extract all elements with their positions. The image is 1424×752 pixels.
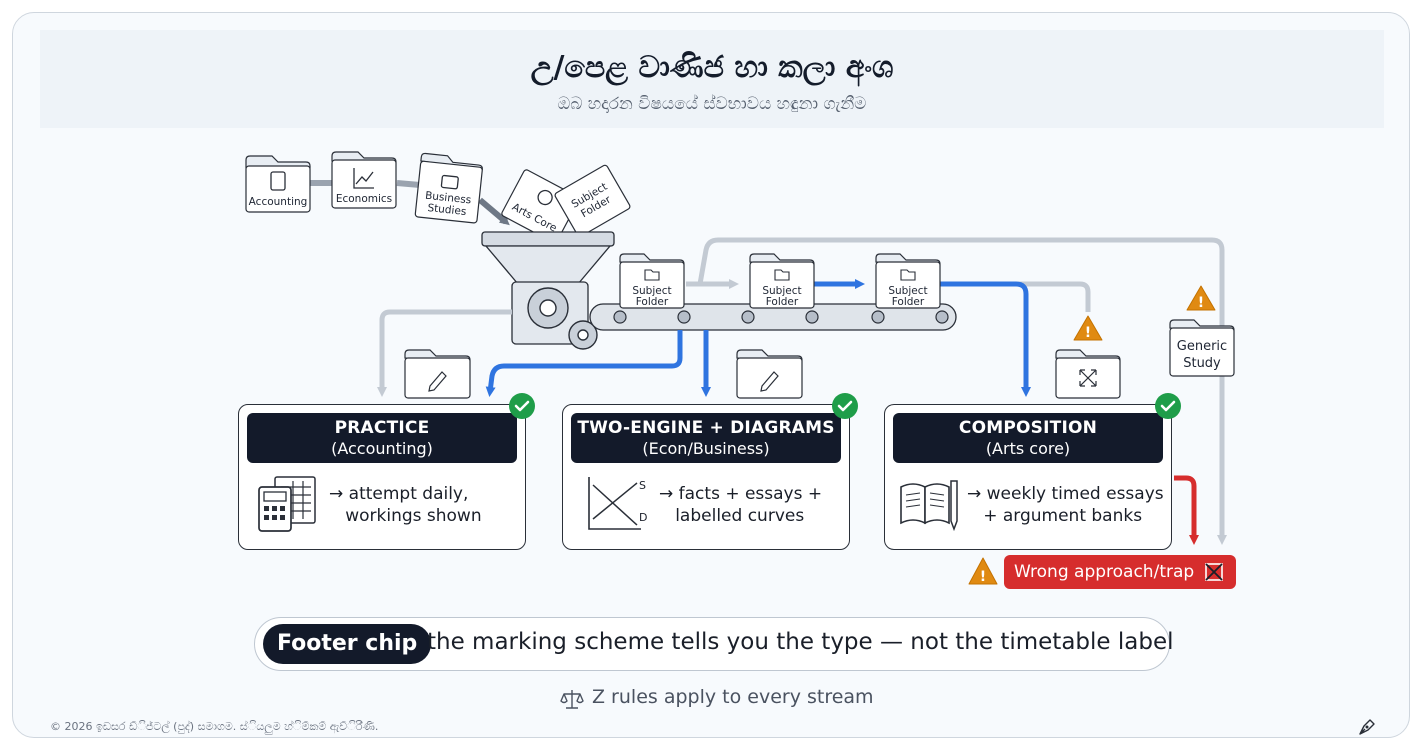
folder-economics: Economics bbox=[331, 151, 397, 209]
composition-box: COMPOSITION (Arts core) → weekly timed e… bbox=[884, 404, 1172, 550]
composition-box-text: → weekly timed essays + argument banks bbox=[967, 484, 1164, 526]
svg-text:Folder: Folder bbox=[892, 296, 925, 308]
practice-box-text: → attempt daily, workings shown bbox=[329, 484, 482, 526]
svg-text:!: ! bbox=[1198, 295, 1204, 311]
pencil-folder-2 bbox=[736, 349, 803, 399]
svg-text:Folder: Folder bbox=[766, 296, 799, 308]
svg-text:Subject: Subject bbox=[632, 285, 671, 297]
folder-accounting-label: Accounting bbox=[249, 196, 308, 208]
pencil-icon bbox=[760, 371, 779, 392]
warning-icon: ! bbox=[1186, 285, 1216, 311]
practice-box-title: PRACTICE bbox=[334, 418, 430, 438]
folder-accounting: Accounting bbox=[245, 155, 311, 213]
funnel-machine bbox=[481, 231, 615, 350]
warning-icon: ! bbox=[968, 557, 998, 585]
pencil-folder-1 bbox=[404, 349, 471, 399]
copyright-text: © 2026 ඉඩසර ඩ්ිජ්ටල් (පුද්) සමාගම. ස්ියල… bbox=[50, 720, 379, 733]
conveyor-folder-3: Subject Folder bbox=[875, 253, 941, 309]
svg-text:!: ! bbox=[1085, 325, 1091, 341]
check-icon bbox=[832, 393, 858, 419]
expand-folder bbox=[1055, 349, 1121, 399]
conveyor-folder-1: Subject Folder bbox=[619, 253, 685, 309]
folder-business-studies: Business Studies bbox=[414, 152, 483, 224]
crossed-box-icon bbox=[1205, 563, 1223, 581]
folder-subject-tilted: Subject Folder bbox=[554, 164, 631, 238]
svg-text:Subject: Subject bbox=[762, 285, 801, 297]
folder-business-label-1: Business bbox=[425, 190, 472, 207]
supply-demand-icon: S D bbox=[588, 477, 647, 530]
pen-nib-icon bbox=[1359, 719, 1375, 735]
briefcase-icon bbox=[440, 174, 459, 190]
blue-flow-arrows bbox=[485, 279, 1031, 397]
folder-generic-study: Generic Study bbox=[1169, 319, 1235, 377]
warning-icon: ! bbox=[1073, 315, 1103, 341]
book-pen-icon bbox=[900, 480, 958, 532]
header-band bbox=[40, 30, 1384, 128]
composition-box-title: COMPOSITION bbox=[958, 418, 1098, 438]
trap-label: Wrong approach/trap bbox=[1014, 562, 1195, 582]
calculator-sheet-icon bbox=[258, 476, 316, 532]
gear-icon bbox=[537, 189, 553, 206]
wrong-approach-trap-badge: Wrong approach/trap bbox=[1004, 555, 1236, 589]
demand-curve-label: D bbox=[639, 511, 647, 524]
two-engine-box-subtitle: (Econ/Business) bbox=[642, 439, 770, 458]
rules-text: Z rules apply to every stream bbox=[592, 686, 874, 708]
conveyor-folder-2: Subject Folder bbox=[749, 253, 815, 309]
folder-mini-icon bbox=[774, 269, 790, 281]
check-icon bbox=[1155, 393, 1181, 419]
practice-box-subtitle: (Accounting) bbox=[331, 439, 433, 458]
footer-text: the marking scheme tells you the type — … bbox=[427, 629, 1174, 655]
two-engine-box: TWO-ENGINE + DIAGRAMS (Econ/Business) S … bbox=[562, 404, 850, 550]
footer-chip: Footer chip bbox=[263, 624, 432, 664]
two-engine-box-text: → facts + essays + labelled curves bbox=[659, 484, 823, 526]
supply-curve-label: S bbox=[639, 479, 646, 492]
composition-box-header: COMPOSITION (Arts core) bbox=[893, 413, 1163, 463]
scales-icon bbox=[560, 690, 584, 709]
svg-text:Generic: Generic bbox=[1177, 339, 1227, 354]
two-engine-box-title: TWO-ENGINE + DIAGRAMS bbox=[577, 418, 835, 438]
composition-box-subtitle: (Arts core) bbox=[985, 439, 1071, 458]
folder-economics-label: Economics bbox=[336, 193, 392, 205]
folder-business-label-2: Studies bbox=[427, 202, 467, 218]
footer-banner: Footer chip the marking scheme tells you… bbox=[254, 617, 1174, 671]
svg-text:!: ! bbox=[980, 569, 986, 585]
two-engine-box-header: TWO-ENGINE + DIAGRAMS (Econ/Business) bbox=[571, 413, 841, 463]
page-title: උ/පෙළ වාණිජ හා කලා අංශ bbox=[530, 50, 894, 85]
svg-text:Study: Study bbox=[1183, 356, 1221, 371]
folder-mini-icon bbox=[900, 269, 916, 281]
page-subtitle: ඔබ හදාරන විෂයයේ ස්වභාවය හඳුනා ගැනීම bbox=[557, 94, 867, 114]
pencil-icon bbox=[428, 371, 447, 392]
red-trap-arrow bbox=[1174, 475, 1199, 545]
chart-icon bbox=[353, 168, 374, 189]
input-connectors bbox=[310, 180, 510, 226]
check-icon bbox=[509, 393, 535, 419]
folder-mini-icon bbox=[644, 269, 660, 281]
svg-text:Subject: Subject bbox=[888, 285, 927, 297]
svg-text:Folder: Folder bbox=[636, 296, 669, 308]
gray-flow-arrows bbox=[377, 237, 1227, 545]
practice-box: PRACTICE (Accounting) → attempt daily, w… bbox=[238, 404, 526, 550]
calculator-icon bbox=[270, 171, 286, 191]
expand-icon bbox=[1079, 369, 1097, 387]
practice-box-header: PRACTICE (Accounting) bbox=[247, 413, 517, 463]
